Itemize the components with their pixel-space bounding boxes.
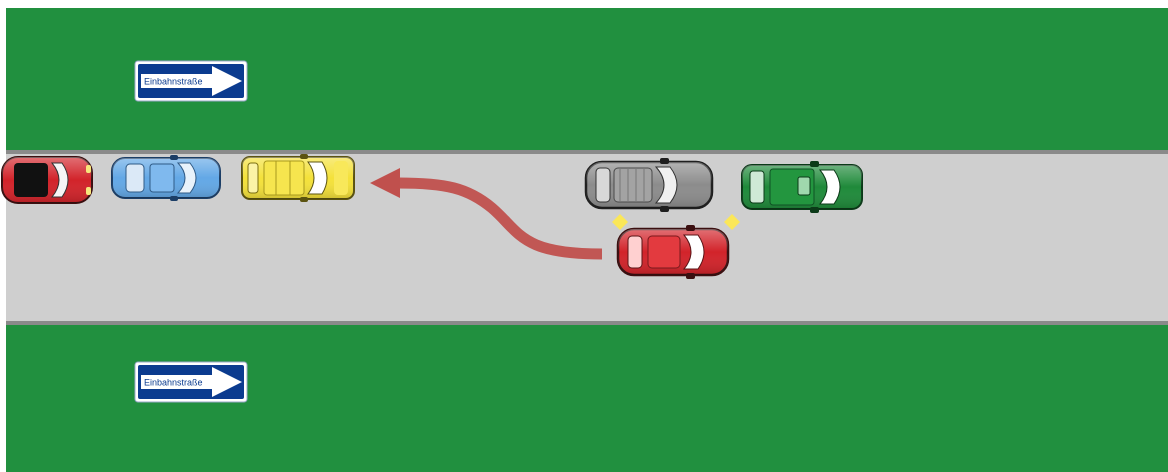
car-light-blue — [112, 155, 220, 201]
one-way-sign-bottom: Einbahnstraße — [135, 362, 247, 402]
one-way-sign-text: Einbahnstraße — [144, 77, 203, 87]
road-edge-top — [6, 150, 1168, 154]
car-gray — [586, 158, 712, 212]
car-red-left-edge — [2, 157, 92, 203]
one-way-sign-text: Einbahnstraße — [144, 378, 203, 388]
car-yellow — [242, 154, 354, 202]
road-edge-bottom — [6, 321, 1168, 325]
car-green — [742, 161, 862, 213]
one-way-sign-top: Einbahnstraße — [135, 61, 247, 101]
